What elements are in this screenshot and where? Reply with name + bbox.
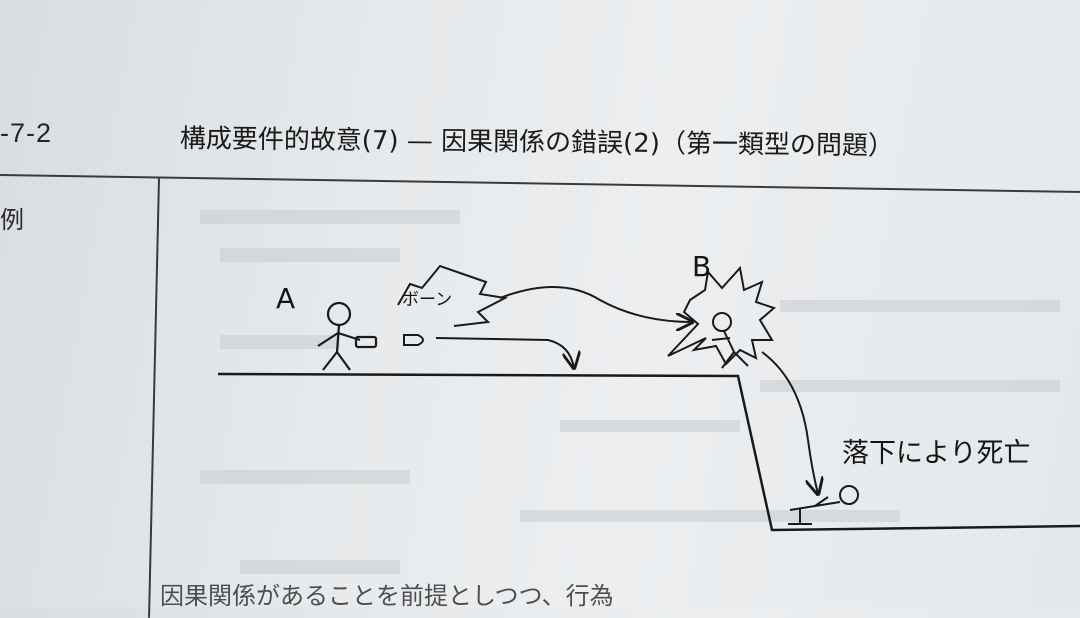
death-caption: 落下により死亡 xyxy=(842,438,1030,469)
body-text-cutoff: 因果関係があることを前提としつつ、行為 xyxy=(160,582,614,610)
fallen-person-figure xyxy=(788,485,859,525)
section-code: -7-2 xyxy=(0,118,53,148)
label-a: A xyxy=(276,282,295,315)
sound-arrow xyxy=(499,286,692,322)
label-b: B xyxy=(692,250,711,283)
bullet-icon xyxy=(403,334,424,346)
bang-burst xyxy=(397,264,509,327)
ground-line xyxy=(217,372,1080,532)
missed-shot-arrow xyxy=(435,337,574,368)
person-a-figure xyxy=(317,301,378,371)
person-b-figure xyxy=(711,312,749,369)
fall-arrow xyxy=(761,351,818,494)
shock-burst xyxy=(667,265,776,366)
margin-note: 例 xyxy=(0,206,24,234)
sound-effect-label: ボーン xyxy=(402,290,452,310)
